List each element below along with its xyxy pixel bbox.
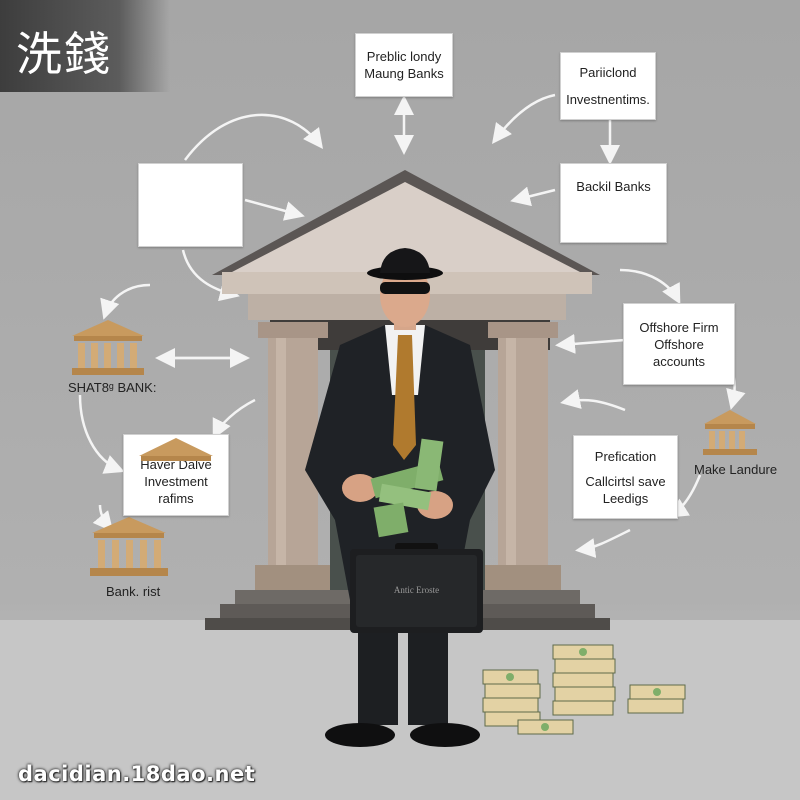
briefcase-label: Antic Eroste xyxy=(393,585,440,595)
arrow-icon xyxy=(619,268,681,305)
label-box-top-right: Pariiclond Investnentims. xyxy=(560,52,656,120)
briefcase-icon: Antic Eroste xyxy=(350,543,483,633)
arrow-icon xyxy=(510,186,556,207)
label-left-bottom: Bank. rist xyxy=(106,584,161,599)
label-left-middle: SHAT8ᵍ BANK: xyxy=(68,380,157,395)
arrow-icon xyxy=(212,398,256,440)
label-line: Offshore Firm xyxy=(639,319,719,335)
arrow-icon xyxy=(78,394,125,474)
arrow-icon xyxy=(491,93,556,144)
bank-icon xyxy=(700,408,760,458)
label-line: Pariiclond xyxy=(579,65,637,80)
label-line: Callcirtsl save xyxy=(585,473,666,489)
label-line: Investment xyxy=(144,474,208,489)
watermark: dacidian.18dao.net xyxy=(18,762,256,786)
label-line: Preblic londy xyxy=(366,49,442,64)
label-line: accounts xyxy=(652,353,706,369)
title-band xyxy=(0,0,170,92)
label-line: Leedigs xyxy=(602,490,649,506)
label-box-left-lower: Haver Dalve Investment rafims xyxy=(123,434,229,516)
label-box-bank-frame xyxy=(138,163,243,247)
label-line: Investnentims. xyxy=(566,92,650,107)
arrow-icon xyxy=(560,389,626,412)
label-line: Backil Banks xyxy=(576,179,651,194)
label-box-right-lower: Prefication Callcirtsl save Leedigs xyxy=(573,435,678,519)
label-line: rafims xyxy=(158,491,194,506)
label-box-right-upper: Backil Banks xyxy=(560,163,667,243)
arrow-icon xyxy=(555,333,626,354)
arrow-icon xyxy=(244,198,305,221)
page-title: 洗錢 xyxy=(16,27,112,81)
bank-icon xyxy=(88,515,170,580)
label-box-top-center: Preblic londy Maung Banks xyxy=(355,33,453,97)
money-stack-icon xyxy=(370,438,444,538)
label-line: Prefication xyxy=(594,448,657,464)
bank-icon xyxy=(68,318,148,378)
bank-icon xyxy=(135,436,217,462)
label-box-right-middle: Offshore Firm Offshore accounts xyxy=(623,303,735,385)
label-line: Offshore xyxy=(654,336,704,352)
arrow-icon xyxy=(575,528,631,558)
label-line: Maung Banks xyxy=(364,66,444,81)
arrow-icon xyxy=(100,283,151,320)
arrow-icon xyxy=(184,113,324,161)
label-right-side: Make Landure xyxy=(694,462,778,477)
